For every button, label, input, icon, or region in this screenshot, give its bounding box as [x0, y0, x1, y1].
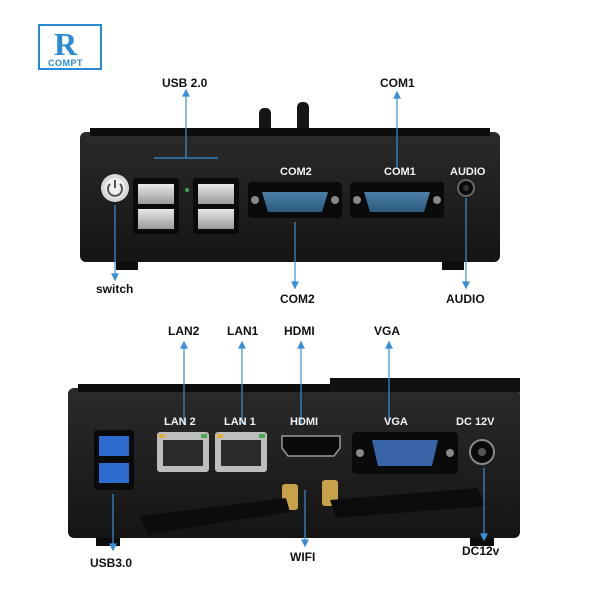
panel-label-vga: VGA	[384, 416, 408, 428]
com2-port	[248, 182, 342, 218]
lan2-port	[157, 432, 209, 472]
callout-vga: VGA	[374, 324, 401, 338]
callout-lan2: LAN2	[168, 324, 200, 338]
usb3-ports	[94, 430, 134, 490]
callout-com2: COM2	[280, 292, 315, 306]
callout-lines	[109, 88, 488, 552]
callout-switch: switch	[96, 282, 134, 296]
vga-port	[352, 432, 458, 474]
callout-dc12v: DC12v	[462, 544, 500, 558]
callout-audio: AUDIO	[446, 292, 485, 306]
top-device	[80, 102, 500, 270]
panel-label-com2: COM2	[280, 166, 312, 178]
panel-label-audio: AUDIO	[450, 166, 486, 178]
hdmi-port	[281, 435, 341, 457]
panel-label-com1: COM1	[384, 166, 416, 178]
callout-hdmi: HDMI	[284, 324, 315, 338]
logo-letter: R	[54, 26, 78, 62]
logo-text: COMPT	[48, 58, 83, 68]
panel-label-lan1: LAN 1	[224, 416, 256, 428]
panel-label-lan2: LAN 2	[164, 416, 196, 428]
lan1-port	[215, 432, 267, 472]
antenna-connector	[322, 480, 338, 506]
brand-logo: R COMPT	[38, 24, 102, 70]
callout-usb2: USB 2.0	[162, 76, 208, 90]
callout-com1: COM1	[380, 76, 415, 90]
bottom-device	[68, 378, 520, 546]
panel-label-hdmi: HDMI	[290, 416, 319, 428]
callout-wifi: WIFI	[290, 550, 316, 564]
antenna	[330, 488, 486, 518]
usb2-ports	[133, 178, 239, 234]
panel-label-dc: DC 12V	[456, 416, 495, 428]
callout-lan1: LAN1	[227, 324, 259, 338]
com1-port	[350, 182, 444, 218]
antenna	[140, 498, 290, 534]
callout-usb3: USB3.0	[90, 556, 133, 570]
